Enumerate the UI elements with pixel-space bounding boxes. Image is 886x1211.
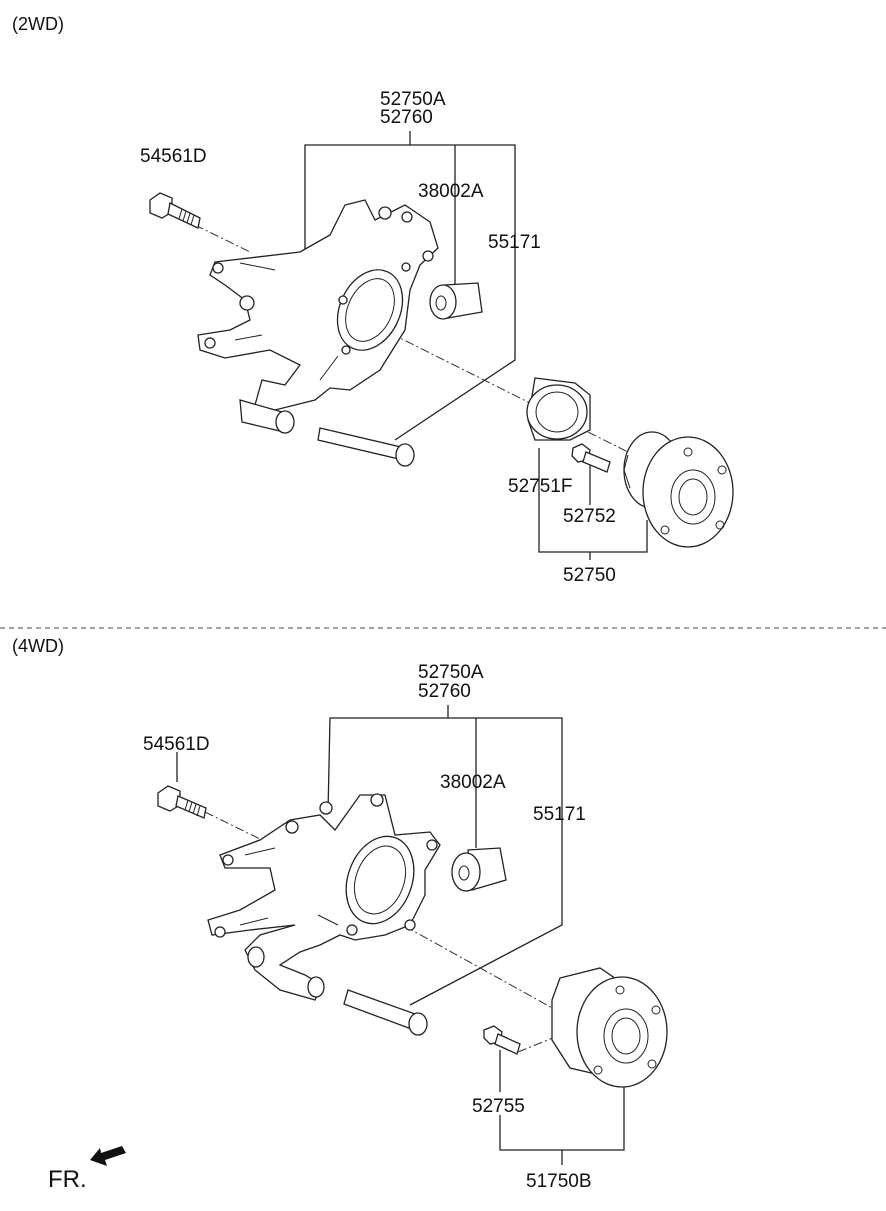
- front-label: FR.: [48, 1166, 87, 1193]
- leader-assembly-top-4wd: [447, 705, 477, 848]
- knuckle-2wd: [197, 199, 439, 411]
- lower-bushing-2wd: [239, 399, 295, 434]
- centerline-bolt-2wd: [194, 224, 251, 253]
- label-assembly-b-2wd: 52760: [380, 107, 433, 128]
- hub-bolt-52752-2wd: [571, 443, 611, 473]
- section-4wd: (4WD): [12, 636, 668, 1192]
- label-assembly-b-4wd: 52760: [418, 681, 471, 702]
- bearing-52751f-2wd: [526, 377, 591, 441]
- centerline-bolt-4wd: [204, 811, 263, 841]
- bolt-54561d-4wd: [157, 785, 207, 819]
- leader-bushing-2wd: [409, 131, 456, 285]
- label-pin-4wd: 55171: [533, 804, 586, 825]
- leader-hub-2wd: [538, 448, 648, 560]
- leader-assembly-4wd: [327, 717, 563, 1006]
- front-direction-indicator: FR.: [48, 1146, 126, 1193]
- label-bolt-2wd: 54561D: [140, 146, 207, 167]
- leader-assembly-2wd: [304, 144, 516, 441]
- leader-hub-4wd: [499, 1050, 625, 1165]
- label-hub-bolt-2wd: 52752: [563, 506, 616, 527]
- section-heading-2wd: (2WD): [12, 14, 64, 34]
- label-assembly-a-4wd: 52750A: [418, 662, 484, 683]
- centerline-axis-4wd: [389, 917, 566, 1016]
- hub-52750-2wd: [623, 431, 734, 548]
- label-bushing-4wd: 38002A: [440, 772, 506, 793]
- front-arrow-icon: [90, 1146, 126, 1166]
- pin-55171-2wd: [317, 427, 415, 467]
- label-assembly-a-2wd: 52750A: [380, 89, 446, 110]
- label-hub-bolt-4wd: 52755: [472, 1096, 525, 1117]
- label-bolt-4wd: 54561D: [143, 734, 210, 755]
- hub-51750b-4wd: [551, 967, 668, 1088]
- centerline-axis-2wd: [359, 317, 641, 459]
- knuckle-4wd: [207, 793, 441, 1001]
- label-bearing-2wd: 52751F: [508, 476, 572, 497]
- bushing-38002a-4wd: [451, 847, 507, 892]
- hub-bolt-52755-4wd: [483, 1025, 521, 1055]
- section-heading-4wd: (4WD): [12, 636, 64, 656]
- label-hub-4wd: 51750B: [526, 1171, 592, 1192]
- pin-55171-4wd: [343, 989, 428, 1036]
- bushing-38002a-2wd: [429, 282, 483, 320]
- bolt-54561d-2wd: [149, 192, 201, 229]
- section-2wd: (2WD): [12, 14, 734, 586]
- label-hub-2wd: 52750: [563, 565, 616, 586]
- label-pin-2wd: 55171: [488, 232, 541, 253]
- label-bushing-2wd: 38002A: [418, 181, 484, 202]
